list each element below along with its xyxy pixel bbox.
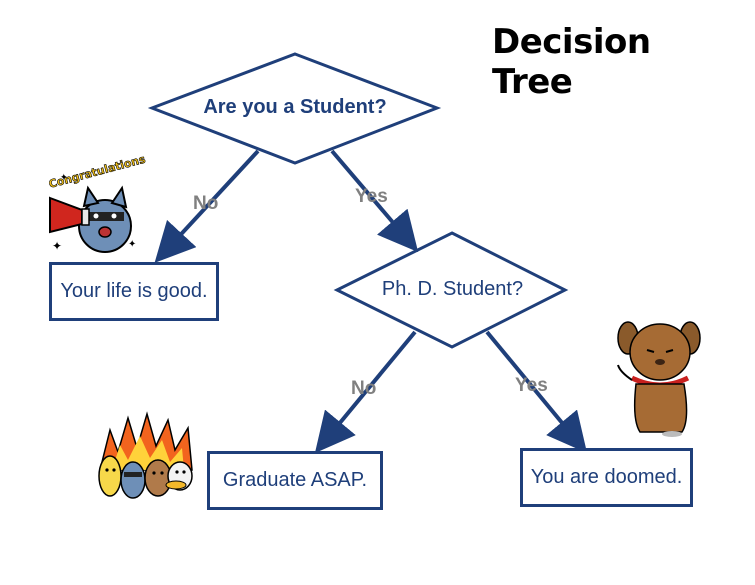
- phd-decision-diamond: [333, 231, 569, 349]
- edge-label-phd-yes: Yes: [515, 375, 548, 396]
- edge-phd-no: [314, 330, 417, 454]
- page-title: Decision Tree: [492, 22, 651, 102]
- root-decision-diamond: [147, 52, 442, 165]
- phd-question-label: Ph. D. Student?: [381, 278, 524, 300]
- edge-label-root-yes: Yes: [355, 186, 388, 207]
- svg-text:✦: ✦: [52, 239, 62, 253]
- sad-dog-sticker: [610, 315, 706, 440]
- svg-text:✦: ✦: [128, 239, 136, 250]
- svg-text:✦: ✦: [60, 173, 68, 183]
- friends-on-fire-sticker: [94, 411, 196, 504]
- edge-root-no: [154, 149, 260, 263]
- outcome-life-good-label: Your life is good.: [60, 280, 208, 302]
- outcome-doomed: You are doomed.: [520, 448, 693, 507]
- edge-root-yes: [330, 149, 419, 253]
- outcome-life-good: Your life is good.: [49, 262, 219, 321]
- root-question-label: Are you a Student?: [203, 96, 387, 118]
- edge-label-root-no: No: [193, 193, 219, 214]
- edge-label-phd-no: No: [351, 378, 377, 399]
- outcome-graduate-label: Graduate ASAP.: [222, 469, 368, 491]
- outcome-graduate: Graduate ASAP.: [207, 451, 383, 510]
- congratulations-sticker: ✦ ✦ ✦: [45, 165, 142, 258]
- outcome-doomed-label: You are doomed.: [530, 466, 683, 488]
- edge-phd-yes: [485, 330, 588, 454]
